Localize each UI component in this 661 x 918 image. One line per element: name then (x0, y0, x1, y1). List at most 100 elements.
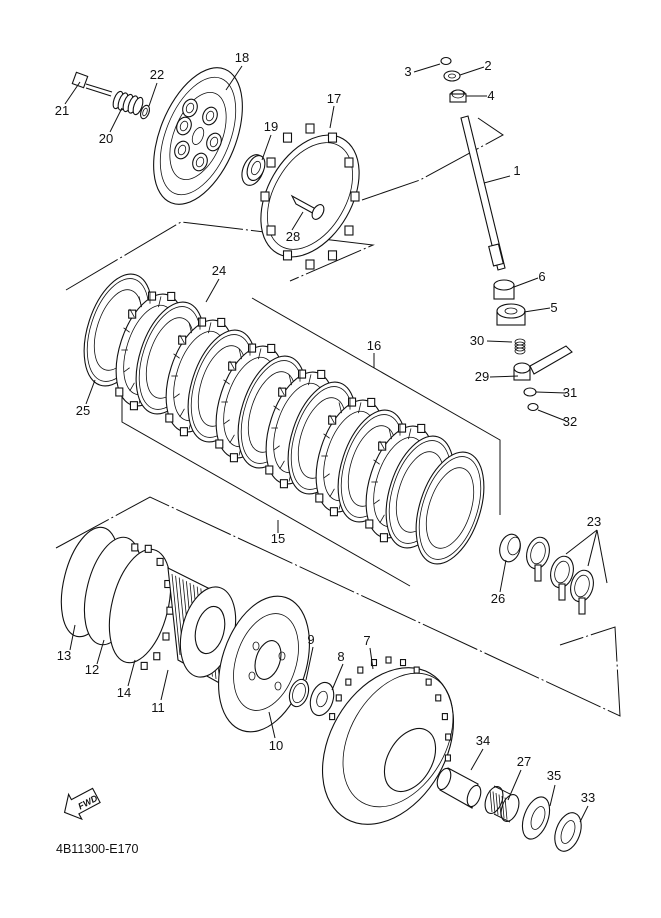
leader-line-24 (205, 278, 220, 303)
callout-label-3: 3 (404, 64, 411, 79)
circlip (440, 56, 452, 66)
leader-line-11 (160, 669, 169, 701)
primary-driven-gear-housing (321, 656, 455, 825)
bearing-6 (493, 279, 515, 300)
callout-label-19: 19 (264, 119, 278, 134)
leader-line-5 (523, 307, 551, 313)
callout-leaders (64, 63, 608, 823)
callout-label-1: 1 (513, 163, 520, 178)
callout-label-22: 22 (150, 67, 164, 82)
push-rod-long (460, 115, 506, 271)
leader-line-7 (369, 647, 374, 670)
clutch-plate-17 (260, 123, 360, 270)
leader-line-14 (127, 659, 136, 687)
leader-line-6 (513, 277, 539, 288)
callout-label-5: 5 (550, 300, 557, 315)
bracket-disc-stack-top (251, 297, 501, 515)
callout-label-21: 21 (55, 103, 69, 118)
leader-line-22 (148, 82, 158, 107)
callout-label-10: 10 (269, 738, 283, 753)
washer (139, 104, 151, 120)
pressure-plate-10 (218, 595, 310, 733)
clutch-boss (167, 567, 237, 692)
callout-label-35: 35 (547, 768, 561, 783)
callout-label-25: 25 (76, 403, 90, 418)
thrust-washer-33 (554, 812, 582, 852)
leader-line-17 (329, 105, 335, 129)
leader-line-2 (459, 66, 485, 76)
callout-label-27: 27 (517, 754, 531, 769)
leader-line-23 (565, 529, 598, 555)
leader-line-10 (268, 711, 276, 739)
leader-line-28 (291, 211, 304, 231)
leader-line-31 (535, 391, 567, 394)
drawing-code: 4B11300-E170 (56, 842, 139, 856)
leader-line-32 (537, 409, 567, 422)
callout-label-4: 4 (487, 88, 494, 103)
bracket-lower-group (55, 496, 621, 717)
oil-seal (443, 70, 461, 82)
callout-label-15: 15 (271, 531, 285, 546)
callout-label-12: 12 (85, 662, 99, 677)
leader-line-35 (549, 784, 556, 807)
leader-line-13 (69, 624, 76, 651)
clutch-disc-stack (83, 273, 485, 565)
thrust-washer (288, 678, 310, 708)
spacer-bush (436, 767, 482, 809)
drive-gear (521, 796, 551, 840)
oil-seal-5 (496, 303, 526, 326)
leader-line-12 (96, 639, 105, 665)
callout-label-29: 29 (475, 369, 489, 384)
leader-line-26 (499, 559, 507, 593)
callout-label-6: 6 (538, 269, 545, 284)
callout-label-24: 24 (212, 263, 226, 278)
callout-label-7: 7 (363, 633, 370, 648)
callout-label-33: 33 (581, 790, 595, 805)
leader-line-30 (486, 340, 513, 343)
callout-label-9: 9 (307, 632, 314, 647)
leader-line-33 (579, 805, 589, 823)
callout-label-23: 23 (587, 514, 601, 529)
callout-label-30: 30 (470, 333, 484, 348)
leader-line-27 (507, 769, 522, 801)
seat-plate (108, 543, 174, 670)
pressure-plate (153, 67, 243, 205)
callout-label-13: 13 (57, 648, 71, 663)
bracket-pressure-plate (361, 117, 504, 201)
callout-label-11: 11 (151, 700, 165, 715)
callout-label-34: 34 (476, 733, 490, 748)
leader-line-23 (596, 529, 608, 584)
leader-line-19 (261, 134, 272, 161)
callout-label-26: 26 (491, 591, 505, 606)
callout-label-14: 14 (117, 685, 131, 700)
fwd-arrow-icon: FWD (63, 787, 101, 821)
leader-line-23 (587, 529, 598, 567)
leader-line-8 (331, 663, 344, 691)
clutch-plate (415, 451, 485, 565)
leader-line-1 (483, 175, 511, 184)
lock-nut (499, 533, 521, 563)
callout-label-18: 18 (235, 50, 249, 65)
leader-line-9 (305, 646, 314, 681)
callout-label-20: 20 (99, 131, 113, 146)
leader-line-34 (470, 748, 484, 771)
callout-labels: 1234567891011121314151617181920212223242… (55, 50, 601, 805)
callout-label-8: 8 (337, 649, 344, 664)
leader-line-20 (109, 107, 123, 133)
conical-spring-washer (309, 681, 335, 717)
leader-line-3 (413, 63, 441, 73)
push-lever-assembly (513, 338, 573, 412)
callout-label-32: 32 (563, 414, 577, 429)
clutch-spring (112, 90, 144, 116)
bearing (241, 154, 266, 186)
leader-line-25 (85, 379, 96, 405)
leader-line-18 (225, 65, 243, 91)
callout-label-28: 28 (286, 229, 300, 244)
callout-label-2: 2 (484, 58, 491, 73)
leader-line-21 (64, 81, 81, 105)
callout-label-16: 16 (367, 338, 381, 353)
needle-bearing (484, 785, 520, 823)
leader-line-29 (489, 375, 519, 378)
